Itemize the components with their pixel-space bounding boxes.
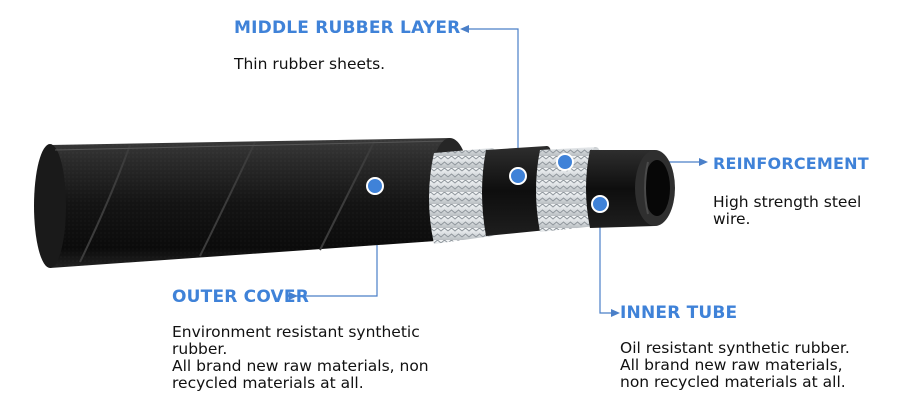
inner-tube-line: All brand new raw materials, — [620, 356, 843, 374]
marker-dot-inner-tube — [591, 195, 609, 213]
outer-cover-line: All brand new raw materials, non — [172, 357, 429, 375]
reinforcement-line: wire. — [713, 210, 751, 228]
outer-cover-line: recycled materials at all. — [172, 374, 364, 392]
inner-tube-layer — [586, 150, 675, 228]
inner-tube-line: Oil resistant synthetic rubber. — [620, 339, 850, 357]
marker-dot-reinforcement — [556, 153, 574, 171]
leader-arrowheads — [289, 25, 708, 317]
outer-cover-layer — [34, 138, 470, 268]
outer-cover-line: Environment resistant synthetic — [172, 323, 420, 341]
middle-rubber-layer-description: Thin rubber sheets. — [234, 56, 385, 73]
reinforcement-title: REINFORCEMENT — [713, 154, 869, 173]
inner-tube-title: INNER TUBE — [620, 303, 738, 323]
leader-middle-rubber — [468, 28, 519, 175]
marker-dot-outer-cover — [366, 177, 384, 195]
outer-cover-title: OUTER COVER — [172, 287, 310, 307]
leader-inner-tube — [599, 204, 612, 314]
arrowhead-inner-tube — [611, 309, 620, 317]
arrowhead-outer-cover — [289, 292, 298, 300]
outer-cover-line: rubber. — [172, 340, 228, 358]
reinforcement-line: High strength steel — [713, 193, 862, 211]
marker-dots — [366, 153, 609, 213]
inner-tube-line: non recycled materials at all. — [620, 373, 846, 391]
arrowhead-reinforcement — [699, 158, 708, 166]
arrowhead-middle-rubber — [460, 25, 469, 33]
middle-rubber-layer-line: Thin rubber sheets. — [234, 55, 386, 73]
outer-cover-description: Environment resistant synthetic rubber. … — [172, 324, 429, 392]
marker-dot-middle-rubber — [509, 167, 527, 185]
reinforcement-description: High strength steel wire. — [713, 194, 861, 228]
middle-rubber-layer-title: MIDDLE RUBBER LAYER — [234, 18, 461, 38]
inner-tube-description: Oil resistant synthetic rubber. All bran… — [620, 340, 850, 391]
